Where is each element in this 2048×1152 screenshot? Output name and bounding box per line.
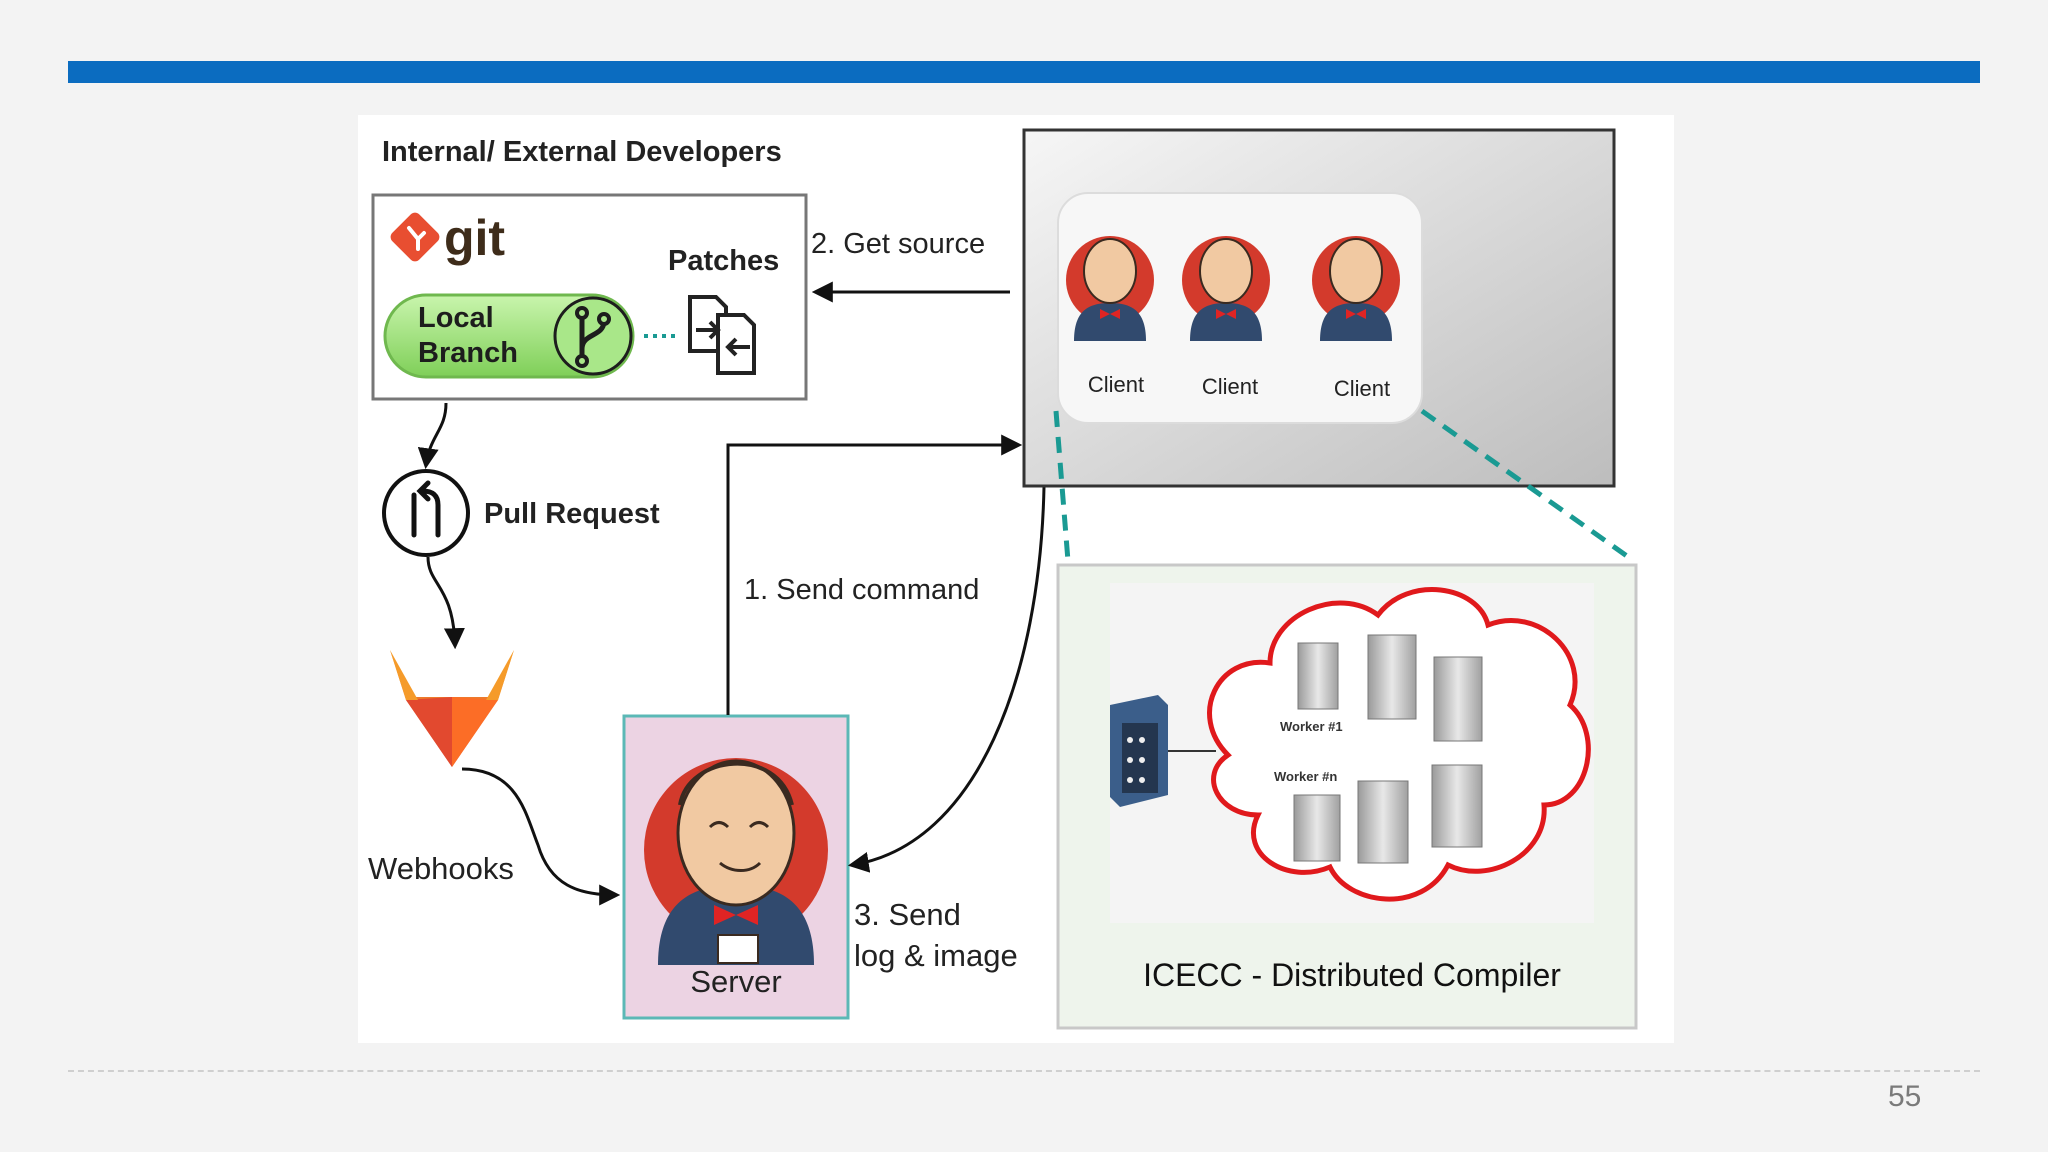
send-command-label: 1. Send command [744,574,979,606]
worker-server-icon-6 [1431,764,1483,848]
client-jenkins-icon-1 [1066,236,1154,341]
send-log-arrow [847,486,1046,873]
client-label-1: Client [1088,372,1144,397]
local-branch-line1: Local [418,302,494,334]
send-command-arrow [726,434,1023,715]
client-jenkins-icon-2 [1182,236,1270,341]
worker-first-label: Worker #1 [1280,719,1343,734]
client-label-3: Client [1334,376,1390,401]
worker-server-icon-1 [1297,642,1339,710]
worker-last-label: Worker #n [1274,769,1337,784]
client-jenkins-icon-3 [1312,236,1400,341]
git-logo-icon [390,212,440,262]
icecc-label: ICECC - Distributed Compiler [1143,957,1561,993]
developers-title: Internal/ External Developers [382,136,782,168]
footer-divider [68,1070,1980,1072]
send-log-label-line2: log & image [854,938,1018,973]
send-log-label-line1: 3. Send [854,897,961,932]
diagram-canvas: Internal/ External Developers git Patche… [358,115,1674,1043]
slide-accent-bar [68,61,1980,83]
server-label: Server [690,964,781,999]
branch-icon [553,296,633,376]
worker-server-icon-2 [1367,634,1417,720]
architecture-diagram: Internal/ External Developers git Patche… [368,128,1638,1030]
page-number: 55 [1888,1080,1922,1113]
patches-icon [688,295,756,375]
zoom-line-right [1420,408,1636,564]
client-label-2: Client [1202,374,1258,399]
pull-request-icon [382,469,470,557]
gitlab-fox-icon [390,650,514,767]
worker-server-icon-4 [1293,794,1341,862]
git-to-pull-request-arrow [417,402,448,470]
worker-server-icon-3 [1433,656,1483,742]
git-label: git [444,210,505,266]
local-branch-line2: Branch [418,337,518,369]
patches-label: Patches [668,245,779,277]
get-source-label: 2. Get source [811,228,985,260]
pull-request-to-gitlab-arrow [426,556,465,650]
worker-server-icon-5 [1357,780,1409,864]
network-switch-icon [1110,695,1216,807]
webhooks-to-server-arrow [461,767,621,906]
pull-request-label: Pull Request [484,498,660,530]
jenkins-server-icon [644,758,828,965]
webhooks-label: Webhooks [368,851,514,886]
